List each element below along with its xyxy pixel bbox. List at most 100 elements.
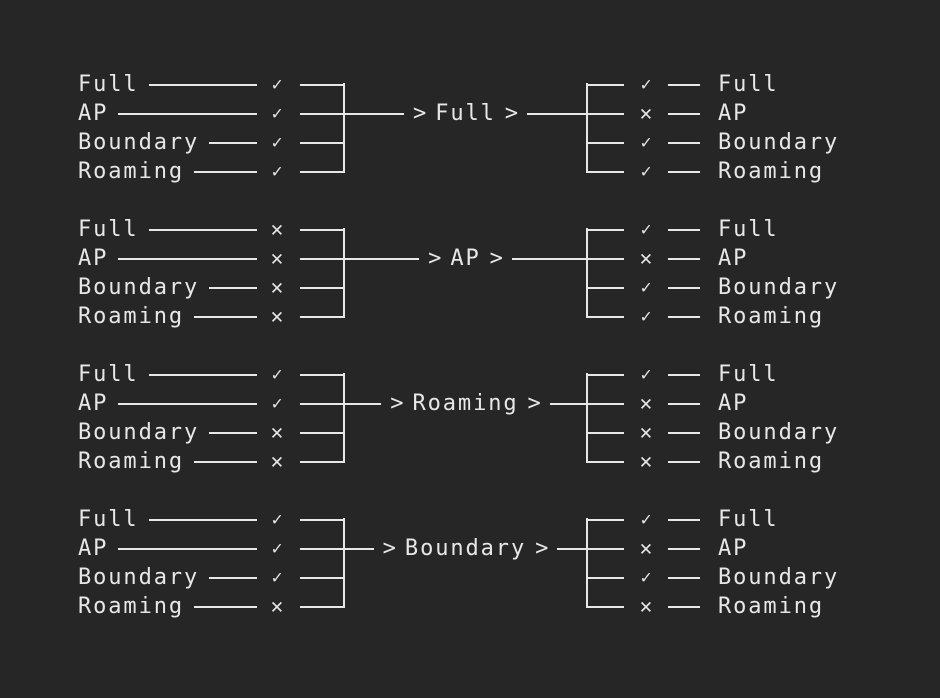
status-mark: ✓ (271, 132, 283, 153)
arrow-chevron-icon: > (504, 101, 519, 126)
right-bus-line (586, 373, 588, 463)
source-column: Full ✓ AP ✓ Boundary ✓ Roaming ✓ (78, 70, 345, 186)
destination-column: ✓ Full ✕ AP ✓ Boundary ✓ Roaming (586, 70, 868, 186)
connector-line (118, 547, 257, 550)
destination-row: ✓ Roaming (586, 157, 868, 186)
connector-line (300, 576, 345, 579)
node-label: Boundary (78, 565, 200, 590)
connector-line (300, 112, 345, 115)
connector-line (300, 170, 345, 173)
destination-row: ✕ AP (586, 534, 868, 563)
connector-line (668, 402, 700, 405)
left-bus-line (343, 518, 345, 608)
status-mark: ✓ (271, 364, 283, 385)
node-label: AP (78, 101, 109, 126)
status-mark: ✓ (640, 509, 652, 530)
status-mark: ✕ (639, 101, 653, 125)
source-column: Full ✓ AP ✓ Boundary ✓ Roaming ✕ (78, 505, 345, 621)
connector-line (586, 170, 624, 173)
connector-line (300, 547, 345, 550)
node-label: Boundary (718, 420, 840, 445)
connector-line (148, 83, 257, 86)
transition-arrow: > AP > (343, 244, 589, 273)
connector-line (557, 547, 589, 550)
node-label: Roaming (78, 304, 185, 329)
connector-line (118, 112, 257, 115)
status-mark: ✓ (640, 219, 652, 240)
destination-row: ✓ Boundary (586, 128, 868, 157)
destination-row: ✓ Full (586, 505, 868, 534)
connector-line (194, 170, 257, 173)
status-mark: ✕ (639, 391, 653, 415)
status-mark: ✓ (271, 538, 283, 559)
destination-row: ✓ Full (586, 215, 868, 244)
status-mark: ✓ (271, 509, 283, 530)
status-mark: ✕ (639, 594, 653, 618)
connector-line (668, 431, 700, 434)
connector-line (586, 112, 624, 115)
arrow-chevron-icon: > (527, 391, 541, 416)
left-bus-line (343, 83, 345, 173)
node-label: Full (78, 72, 139, 97)
node-label: AP (718, 246, 749, 271)
source-row: AP ✕ (78, 244, 345, 273)
node-label: AP (718, 536, 749, 561)
connector-line (586, 141, 624, 144)
left-bus-line (343, 373, 345, 463)
node-label: AP (718, 101, 749, 126)
node-label: Roaming (718, 159, 825, 184)
connector-line (194, 315, 257, 318)
source-column: Full ✕ AP ✕ Boundary ✕ Roaming ✕ (78, 215, 345, 331)
transition-group-full: Full ✓ AP ✓ Boundary ✓ Roaming ✓ (78, 70, 868, 186)
connector-line (586, 402, 624, 405)
status-mark: ✕ (270, 449, 284, 473)
node-label: Boundary (78, 420, 200, 445)
connector-line (668, 83, 700, 86)
destination-row: ✕ Roaming (586, 447, 868, 476)
node-label: Roaming (78, 594, 185, 619)
status-mark: ✕ (639, 449, 653, 473)
status-mark: ✓ (640, 132, 652, 153)
destination-row: ✕ AP (586, 244, 868, 273)
node-label: Boundary (718, 565, 840, 590)
transition-arrow: > Boundary > (343, 534, 589, 563)
connector-line (300, 286, 345, 289)
destination-row: ✕ AP (586, 99, 868, 128)
status-mark: ✕ (270, 304, 284, 328)
arrow-chevron-icon: > (412, 101, 427, 126)
status-mark: ✓ (271, 103, 283, 124)
status-mark: ✕ (270, 246, 284, 270)
source-row: AP ✓ (78, 99, 345, 128)
connector-line (300, 431, 345, 434)
connector-line (300, 460, 345, 463)
connector-line (586, 460, 624, 463)
left-bus-line (343, 228, 345, 318)
node-label: Full (78, 362, 139, 387)
source-row: AP ✓ (78, 389, 345, 418)
node-label: Roaming (78, 449, 185, 474)
connector-line (300, 228, 345, 231)
source-row: Boundary ✓ (78, 128, 345, 157)
destination-column: ✓ Full ✕ AP ✓ Boundary ✕ Roaming (586, 505, 868, 621)
right-bus-line (586, 518, 588, 608)
connector-line (668, 605, 700, 608)
status-mark: ✓ (271, 161, 283, 182)
connector-line (300, 315, 345, 318)
connector-line (586, 576, 624, 579)
destination-row: ✕ Boundary (586, 418, 868, 447)
status-mark: ✓ (640, 277, 652, 298)
connector-line (586, 518, 624, 521)
connector-line (586, 83, 624, 86)
status-mark: ✕ (270, 594, 284, 618)
connector-line (586, 373, 624, 376)
destination-row: ✓ Full (586, 70, 868, 99)
connector-line (586, 431, 624, 434)
status-mark: ✓ (640, 306, 652, 327)
connector-line (668, 257, 700, 260)
node-label: AP (78, 246, 109, 271)
transition-arrow: > Roaming > (343, 389, 588, 418)
source-row: Full ✓ (78, 70, 345, 99)
node-label: AP (78, 536, 109, 561)
connector-line (586, 286, 624, 289)
